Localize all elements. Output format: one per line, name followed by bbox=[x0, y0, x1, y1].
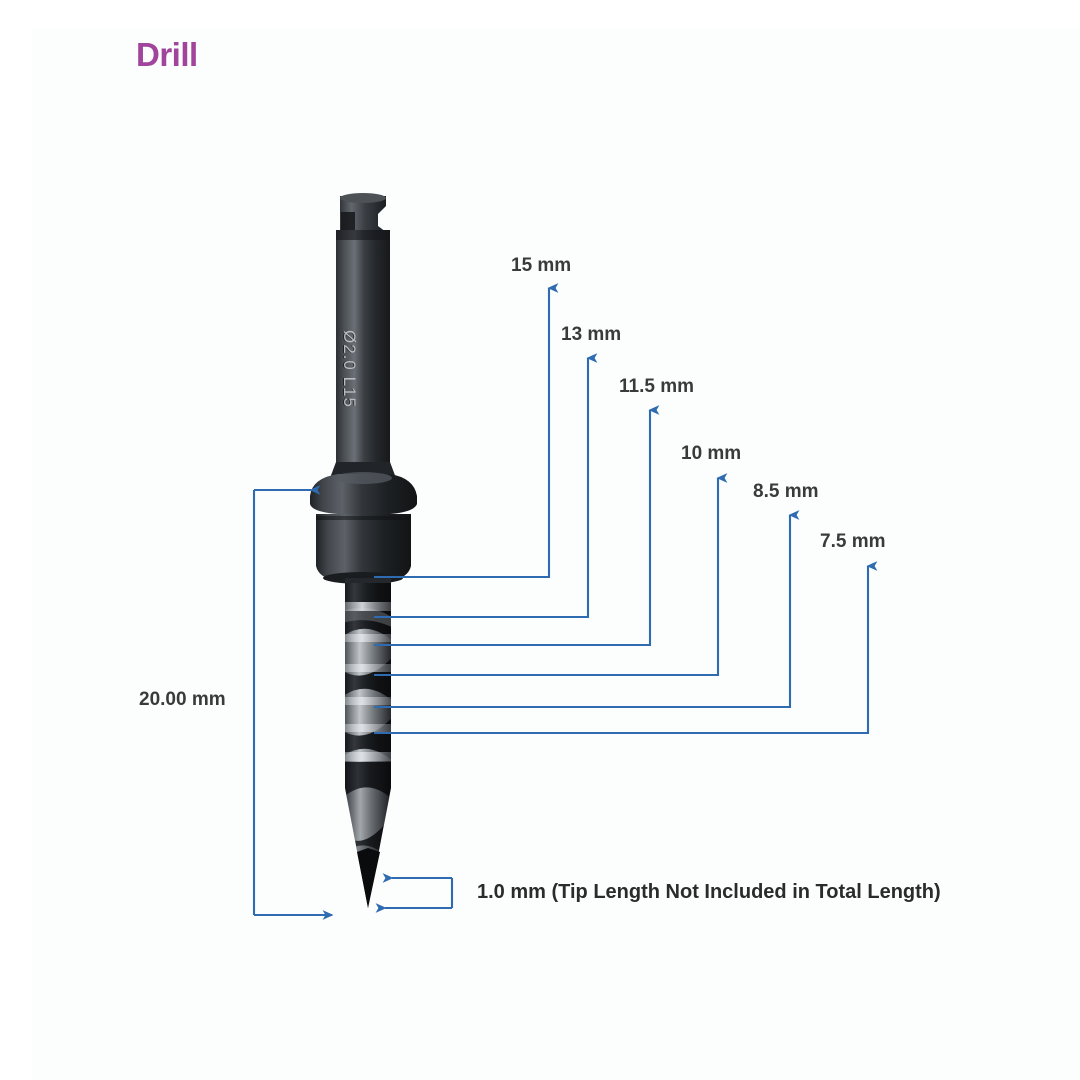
leader-13mm bbox=[374, 353, 598, 619]
dim-label-7-5mm: 7.5 mm bbox=[820, 531, 886, 552]
dim-label-10mm: 10 mm bbox=[681, 443, 742, 464]
dim-label-13mm: 13 mm bbox=[561, 324, 622, 345]
diagram-panel bbox=[32, 28, 1080, 1080]
dim-label-8-5mm: 8.5 mm bbox=[753, 481, 819, 502]
dim-label-11-5mm: 11.5 mm bbox=[619, 376, 694, 397]
leader-8-5mm bbox=[374, 510, 800, 709]
page-title: Drill bbox=[136, 36, 198, 73]
dim-label-total-length: 20.00 mm bbox=[139, 689, 226, 710]
leader-7-5mm bbox=[374, 561, 878, 735]
leader-11-5mm bbox=[374, 405, 660, 647]
leader-10mm bbox=[374, 473, 728, 677]
leader-15mm bbox=[374, 283, 559, 579]
tip-length-note: 1.0 mm (Tip Length Not Included in Total… bbox=[477, 881, 941, 903]
dim-label-15mm: 15 mm bbox=[511, 255, 572, 276]
